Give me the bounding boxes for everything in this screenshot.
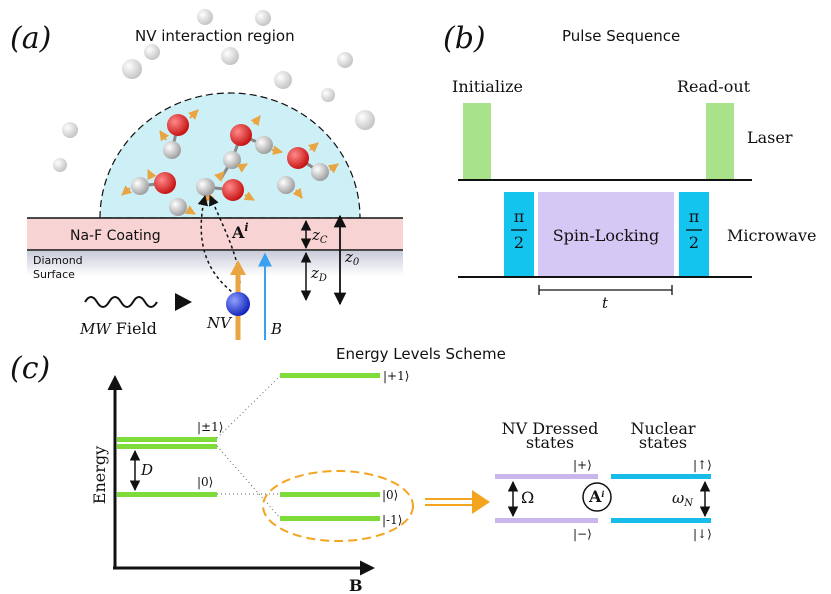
microwave-label: Microwave (727, 226, 816, 245)
adsorbed-molecules (121, 109, 339, 216)
pi-half-2-numerator: π (689, 207, 700, 226)
coupling-circle (582, 482, 612, 512)
level-minus1 (280, 516, 380, 521)
panel-c-label: (c) (10, 351, 50, 386)
ket-up-label: |↑⟩ (693, 458, 712, 472)
nv-label: NV (206, 314, 233, 332)
ket-minus1-label: |-1⟩ (382, 513, 402, 527)
ket-minus-label: |−⟩ (573, 527, 592, 541)
duration-label: t (602, 294, 609, 312)
panel-a: (a) NV interaction region Na-F Coating D… (10, 9, 403, 340)
hydrogen-atom (255, 136, 273, 154)
dressed-states-title-2: states (526, 433, 574, 452)
pi-half-pulse-2 (679, 192, 709, 277)
level-zero (117, 492, 217, 497)
dressed-states-title-1: NV Dressed (502, 419, 599, 438)
mapping-arrow (425, 490, 490, 514)
mw-wave (84, 296, 158, 308)
nuclear-states-title-1: Nuclear (630, 419, 695, 438)
diamond-label-line1: Diamond (33, 254, 83, 267)
hydrogen-atom (311, 163, 329, 181)
b-axis-label: B (349, 576, 363, 594)
level-plus1 (280, 373, 380, 378)
fluorine-atom (287, 147, 309, 169)
panel-b: (b) Pulse Sequence Initialize Read-out L… (443, 21, 816, 312)
nuclear-states-title-2: states (639, 433, 687, 452)
d-label: D (140, 461, 153, 479)
dipolar-coupling-arrow-1 (197, 194, 233, 293)
b-field-label: B (270, 320, 282, 338)
nuclear-up-level (611, 474, 711, 479)
vector-a-label: Ai (231, 221, 249, 242)
nv-center (226, 292, 250, 316)
level-zero-field-on (280, 492, 380, 497)
two-level-ellipse (262, 470, 414, 542)
fluorine-atom (230, 124, 252, 146)
coating-label: Na-F Coating (70, 228, 161, 244)
pi-half-2-denominator: 2 (689, 233, 699, 252)
panel-a-title: NV interaction region (135, 27, 295, 45)
nuclear-down-level (611, 518, 711, 523)
dressed-minus-level (495, 518, 598, 523)
ket-0-field-label: |0⟩ (382, 488, 398, 502)
pi-half-pulse-1 (504, 192, 534, 277)
laser-pulse-initialize (463, 103, 491, 180)
hydrogen-atom (277, 176, 295, 194)
fluorine-atom (222, 179, 244, 201)
panel-b-title: Pulse Sequence (562, 27, 680, 45)
pi-half-1-denominator: 2 (514, 233, 524, 252)
panel-c-title: Energy Levels Scheme (336, 345, 506, 363)
diamond-label-line2: Surface (33, 268, 75, 281)
hydrogen-atom (131, 177, 149, 195)
laser-pulse-readout (706, 103, 734, 180)
panel-a-label: (a) (10, 21, 51, 56)
level-pm1-upper (117, 437, 217, 442)
readout-label: Read-out (677, 77, 751, 96)
hydrogen-atom (163, 141, 181, 159)
initialize-label: Initialize (452, 77, 523, 96)
dressed-plus-level (495, 474, 598, 479)
hydrogen-atom (223, 151, 241, 169)
pi-half-1-numerator: π (514, 207, 525, 226)
ket-down-label: |↓⟩ (693, 527, 712, 541)
spin-locking-label: Spin-Locking (553, 226, 660, 245)
panel-b-label: (b) (443, 21, 486, 56)
target-hydrogen (196, 178, 214, 196)
coupling-label: Ai (588, 487, 604, 506)
omega-n-label: ωN (672, 489, 694, 509)
fluorine-atom (167, 114, 189, 136)
fluorine-atom (154, 172, 176, 194)
omega-label: Ω (521, 488, 534, 507)
ket-pm1-label: |±1⟩ (197, 420, 223, 434)
laser-label: Laser (747, 128, 793, 147)
ket-0-label: |0⟩ (197, 475, 213, 489)
floating-molecules (53, 9, 375, 172)
mw-arrow-head (175, 293, 192, 311)
level-pm1-lower (117, 444, 217, 449)
ket-plus-label: |+⟩ (573, 458, 592, 472)
panel-c: (c) Energy Levels Scheme Energy B |±1⟩ |… (10, 345, 712, 594)
hydrogen-atom (169, 198, 187, 216)
ket-plus1-label: |+1⟩ (383, 369, 409, 383)
energy-axis-label: Energy (90, 446, 109, 504)
spin-locking-pulse (538, 192, 674, 277)
